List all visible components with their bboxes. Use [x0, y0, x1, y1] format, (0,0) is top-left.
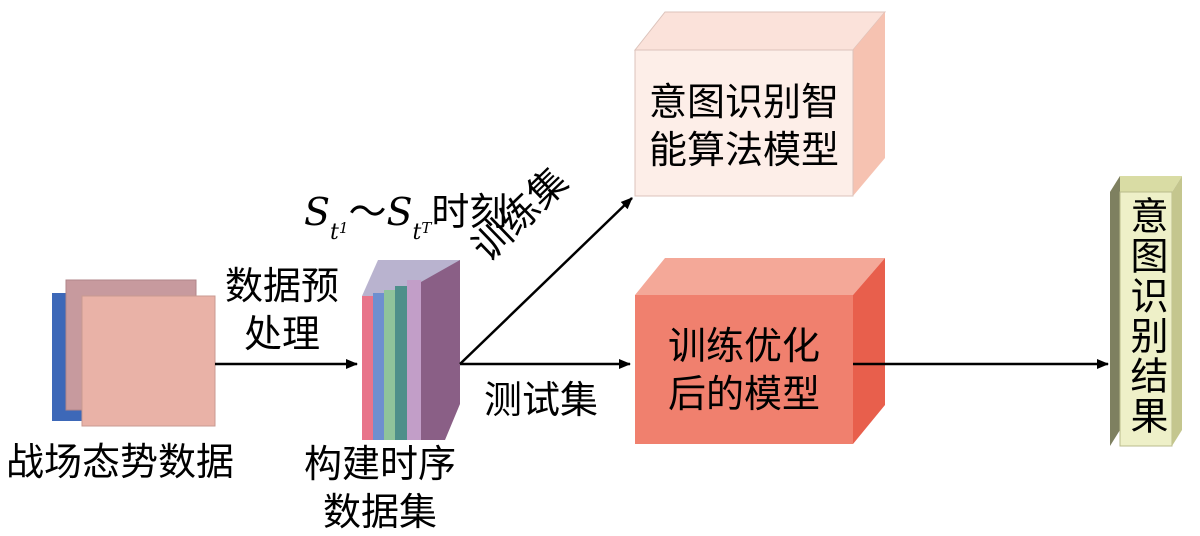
time-range-t2: t — [412, 220, 422, 245]
optimized-box-front — [635, 295, 853, 444]
optimized-box-top — [635, 258, 885, 295]
algorithm-model-label: 意图识别智 能算法模型 — [635, 78, 853, 174]
dataset-slice-1 — [362, 296, 373, 440]
optimized-model-box — [635, 258, 885, 444]
time-range-tilde: ～ — [348, 190, 387, 234]
result-box-top — [1110, 176, 1182, 192]
optimized-box-side — [853, 258, 885, 444]
optimized-model-label: 训练优化 后的模型 — [635, 322, 853, 418]
algorithm-model-label-line1: 意图识别智 — [648, 80, 839, 124]
algorithm-box-top — [633, 11, 887, 51]
algorithm-box-side — [853, 12, 885, 196]
algorithm-model-box — [633, 11, 887, 197]
dataset-slice-3 — [384, 290, 395, 440]
preprocess-label: 数据预 处理 — [222, 262, 342, 358]
dataset-slice-2 — [373, 293, 384, 440]
algorithm-model-label-line2: 能算法模型 — [648, 128, 839, 172]
source-data-stack — [52, 279, 216, 427]
source-layer-front — [81, 295, 216, 427]
result-box-side — [1110, 176, 1120, 446]
optimized-model-label-line2: 后的模型 — [667, 372, 820, 416]
time-range-suffix: 时刻 — [431, 190, 508, 234]
result-box-front — [1119, 191, 1173, 447]
test-set-label: 测试集 — [484, 378, 599, 422]
preprocess-label-line1: 数据预 — [224, 264, 339, 308]
arrow-train-set — [459, 197, 633, 365]
time-range-sub2: T — [421, 219, 432, 237]
result-box-right-side — [1172, 176, 1182, 446]
result-label: 意图识别结果 — [1124, 196, 1168, 436]
source-data-label: 战场态势数据 — [6, 440, 235, 484]
dataset-side-face — [421, 260, 460, 440]
time-range-s2: S — [386, 190, 413, 234]
time-series-label-line1: 构建时序 — [303, 442, 456, 486]
dataset-slice-4 — [395, 286, 407, 440]
time-series-label-line2: 数据集 — [322, 490, 437, 534]
preprocess-label-line2: 处理 — [243, 312, 320, 356]
time-range-s1: S — [304, 190, 331, 234]
time-series-dataset — [362, 260, 460, 440]
time-range-heading: St1～StT时刻 — [304, 188, 508, 245]
dataset-slice-5 — [407, 280, 421, 440]
time-range-sub1: 1 — [338, 219, 349, 237]
optimized-model-label-line1: 训练优化 — [667, 324, 820, 368]
algorithm-box-front — [634, 49, 854, 197]
time-range-t1: t — [330, 220, 339, 245]
result-box — [1110, 176, 1182, 447]
time-series-label: 构建时序 数据集 — [296, 440, 464, 536]
